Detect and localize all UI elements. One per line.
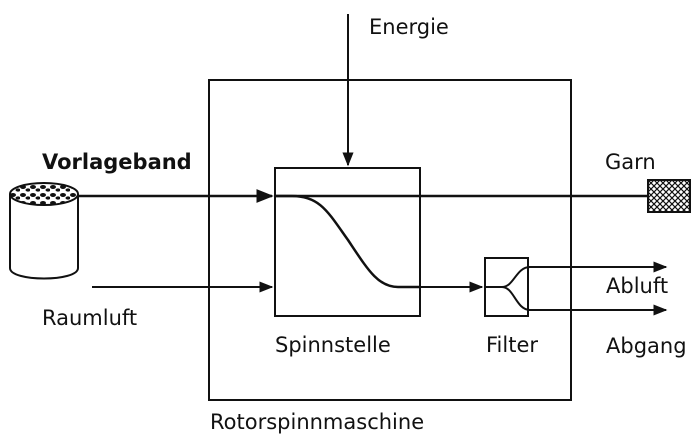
machine-box — [208, 79, 572, 401]
spinning-unit-box — [274, 167, 421, 317]
yarn-label: Garn — [605, 150, 656, 174]
energy-label: Energie — [369, 15, 449, 39]
exhaust-air-label: Abluft — [606, 274, 669, 298]
filter-label: Filter — [486, 333, 539, 357]
crosshatched-bobbin-icon — [647, 179, 691, 213]
room-air-label: Raumluft — [42, 306, 138, 330]
machine-label: Rotorspinnmaschine — [210, 410, 425, 434]
spinning-curve — [275, 194, 420, 289]
cylinder-can-icon — [9, 182, 79, 280]
sliver-label: Vorlageband — [42, 150, 192, 174]
filter-split — [485, 266, 548, 288]
waste-label: Abgang — [606, 334, 687, 358]
filter-split-lower — [501, 286, 548, 311]
spinning-unit-label: Spinnstelle — [275, 333, 391, 357]
